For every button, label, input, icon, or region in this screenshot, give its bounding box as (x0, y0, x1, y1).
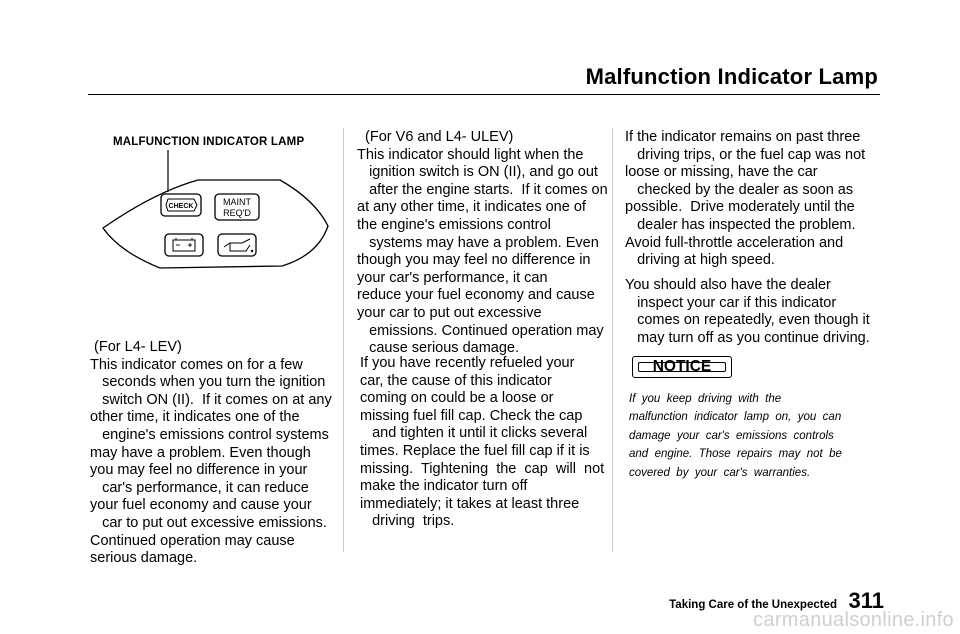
column-separator-1 (343, 128, 344, 552)
figure-label: MALFUNCTION INDICATOR LAMP (113, 136, 305, 148)
column-separator-2 (612, 128, 613, 552)
check-lamp-text: CHECK (169, 203, 194, 210)
check-engine-icon: CHECK (160, 193, 202, 217)
notice-label: NOTICE (652, 358, 712, 375)
col3-paragraph-2: You should also have the dealer inspect … (625, 277, 870, 346)
indicator-figure: CHECK MAINT REQ'D (100, 150, 330, 280)
watermark: carmanualsonline.info (753, 609, 954, 631)
notice-badge: NOTICE (632, 356, 732, 378)
instrument-cluster-illustration: CHECK MAINT REQ'D (102, 150, 329, 269)
page-title: Malfunction Indicator Lamp (585, 64, 878, 89)
header-rule (88, 94, 880, 95)
cluster-outline (102, 179, 329, 269)
maint-line2: REQ'D (223, 208, 251, 218)
footer-section: Taking Care of the Unexpected (669, 599, 837, 611)
col2-paragraph-2: If you have recently refueled your car, … (360, 355, 605, 530)
col2-paragraph-1: (For V6 and L4- ULEV) This indicator sho… (357, 129, 608, 357)
notice-body: If you keep driving with the malfunction… (629, 393, 842, 479)
col3-paragraph-1: If the indicator remains on past three d… (625, 129, 866, 269)
oil-pressure-icon (217, 233, 257, 257)
page-number: 311 (848, 588, 885, 613)
col1-paragraph: (For L4- LEV) This indicator comes on fo… (90, 339, 332, 567)
maint-reqd-icon: MAINT REQ'D (214, 193, 260, 221)
battery-icon (164, 233, 204, 257)
maint-line1: MAINT (223, 197, 252, 207)
